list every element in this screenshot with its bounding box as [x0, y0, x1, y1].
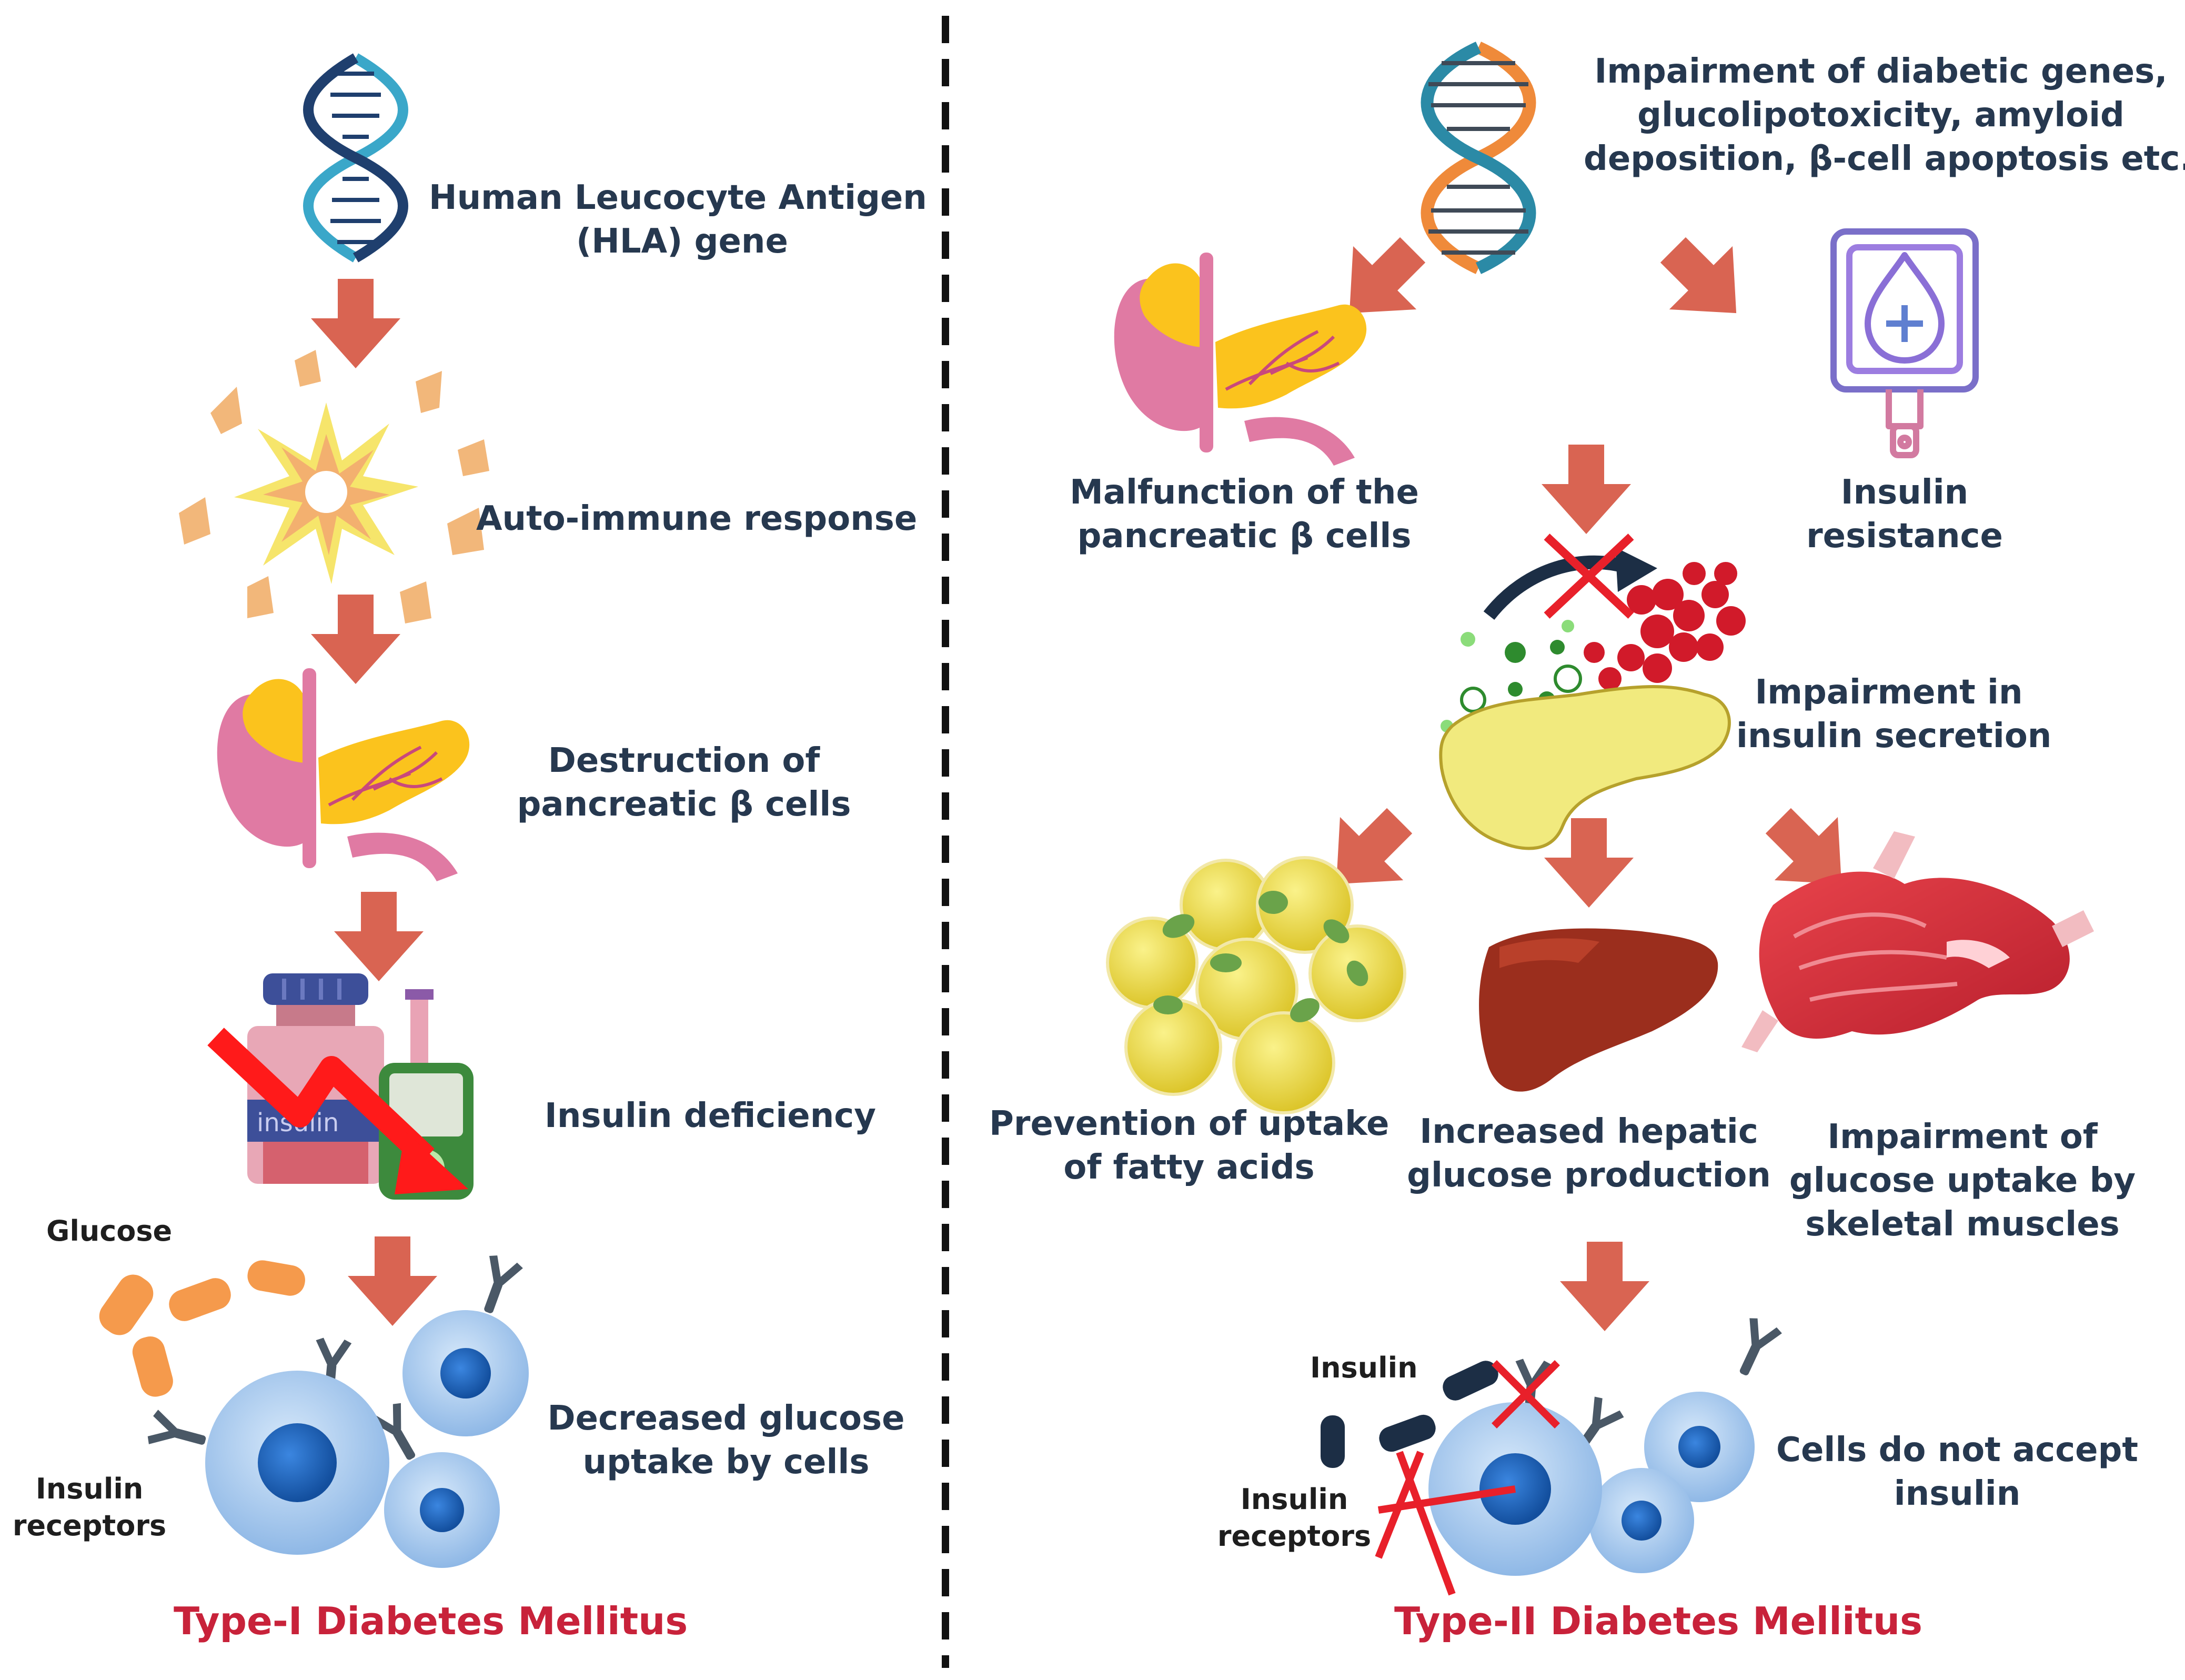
type2-title: Type-II Diabetes Mellitus: [1394, 1599, 1923, 1643]
fatty-acids-label: Prevention of uptake of fatty acids: [989, 1104, 1389, 1188]
hla-gene-label: Human Leucocyte Antigen (HLA) gene: [429, 178, 927, 261]
arrow-down-4: [348, 1236, 437, 1326]
cause-label: Impairment of diabetic genes, glucolipot…: [1584, 52, 2185, 179]
muscle-uptake-label: Impairment of glucose uptake by skeletal…: [1789, 1118, 2136, 1244]
decreased-uptake-label: Decreased glucose uptake by cells: [547, 1399, 905, 1482]
glucose-label: Glucose: [46, 1214, 173, 1248]
arrow-down-5: [1542, 445, 1631, 534]
arrow-diag-right: [1641, 218, 1768, 345]
pancreas-icon-2: [1114, 253, 1366, 466]
malfunction-label: Malfunction of the pancreatic β cells: [1070, 473, 1419, 556]
insulin-label: Insulin: [1310, 1351, 1418, 1384]
dna-icon-2: [1421, 42, 1536, 274]
dna-icon: [303, 53, 408, 263]
cell-icon-2: [1375, 1315, 1784, 1596]
immune-burst-icon: [179, 350, 489, 623]
liver-icon: [1479, 928, 1718, 1092]
arrow-down-2: [311, 595, 400, 684]
hepatic-glucose-label: Increased hepatic glucose production: [1407, 1112, 1771, 1195]
cell-icon: [146, 1253, 529, 1568]
insulin-resistance-label: Insulin resistance: [1806, 473, 2003, 556]
arrow-down-3: [334, 892, 424, 981]
fat-cells-icon: [1106, 856, 1406, 1114]
glucose-icon: [99, 1260, 305, 1397]
type1-title: Type-I Diabetes Mellitus: [174, 1599, 688, 1643]
insulin-receptors-label-2: Insulin receptors: [1217, 1483, 1372, 1553]
secretion-icon: [1439, 534, 1746, 850]
cells-reject-label: Cells do not accept insulin: [1776, 1431, 2138, 1514]
arrow-down-1: [311, 279, 400, 368]
iv-bag-icon: [1830, 228, 1979, 458]
arrow-down-7: [1560, 1242, 1649, 1331]
insulin-receptors-label: Insulin receptors: [12, 1472, 167, 1543]
insulin-molecules-icon: [1321, 1361, 1498, 1468]
insulin-vial-icon: insulin: [207, 973, 474, 1200]
muscle-icon: [1741, 831, 2094, 1052]
autoimmune-label: Auto-immune response: [476, 499, 918, 538]
impaired-secretion-label: Impairment in insulin secretion: [1736, 673, 2052, 756]
insulin-deficiency-label: Insulin deficiency: [545, 1096, 876, 1135]
pancreas-icon: [217, 668, 469, 881]
destruction-label: Destruction of pancreatic β cells: [517, 741, 851, 824]
cross-icon: [1375, 1360, 1560, 1596]
